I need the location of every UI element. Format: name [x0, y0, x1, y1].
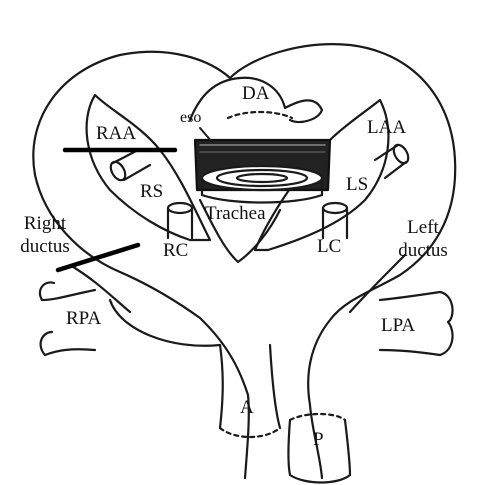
label-rpa: RPA — [66, 309, 101, 328]
label-right-ductus: Right ductus — [12, 214, 78, 256]
left-ductus-curve — [350, 255, 405, 312]
ascending-aorta-root — [220, 345, 280, 437]
label-rc: RC — [163, 241, 188, 260]
label-a: A — [240, 398, 254, 417]
label-p: P — [313, 430, 324, 449]
label-left-ductus-line1: Left — [390, 218, 456, 237]
right-subclavian-stub — [108, 150, 150, 183]
label-left-ductus-line2: ductus — [390, 241, 456, 260]
label-laa: LAA — [367, 118, 406, 137]
label-lpa: LPA — [381, 316, 415, 335]
label-right-ductus-line2: ductus — [12, 237, 78, 256]
label-eso: eso — [180, 110, 201, 126]
label-ls: LS — [346, 175, 368, 194]
left-carotid-stub — [323, 203, 347, 238]
descending-aorta-cut-ellipse — [228, 112, 292, 118]
label-rs: RS — [140, 182, 163, 201]
trachea — [202, 166, 322, 203]
label-trachea: Trachea — [205, 204, 266, 223]
label-lc: LC — [317, 237, 341, 256]
label-left-ductus: Left ductus — [390, 218, 456, 260]
label-da: DA — [242, 84, 269, 103]
label-raa: RAA — [96, 124, 136, 143]
label-right-ductus-line1: Right — [12, 214, 78, 233]
